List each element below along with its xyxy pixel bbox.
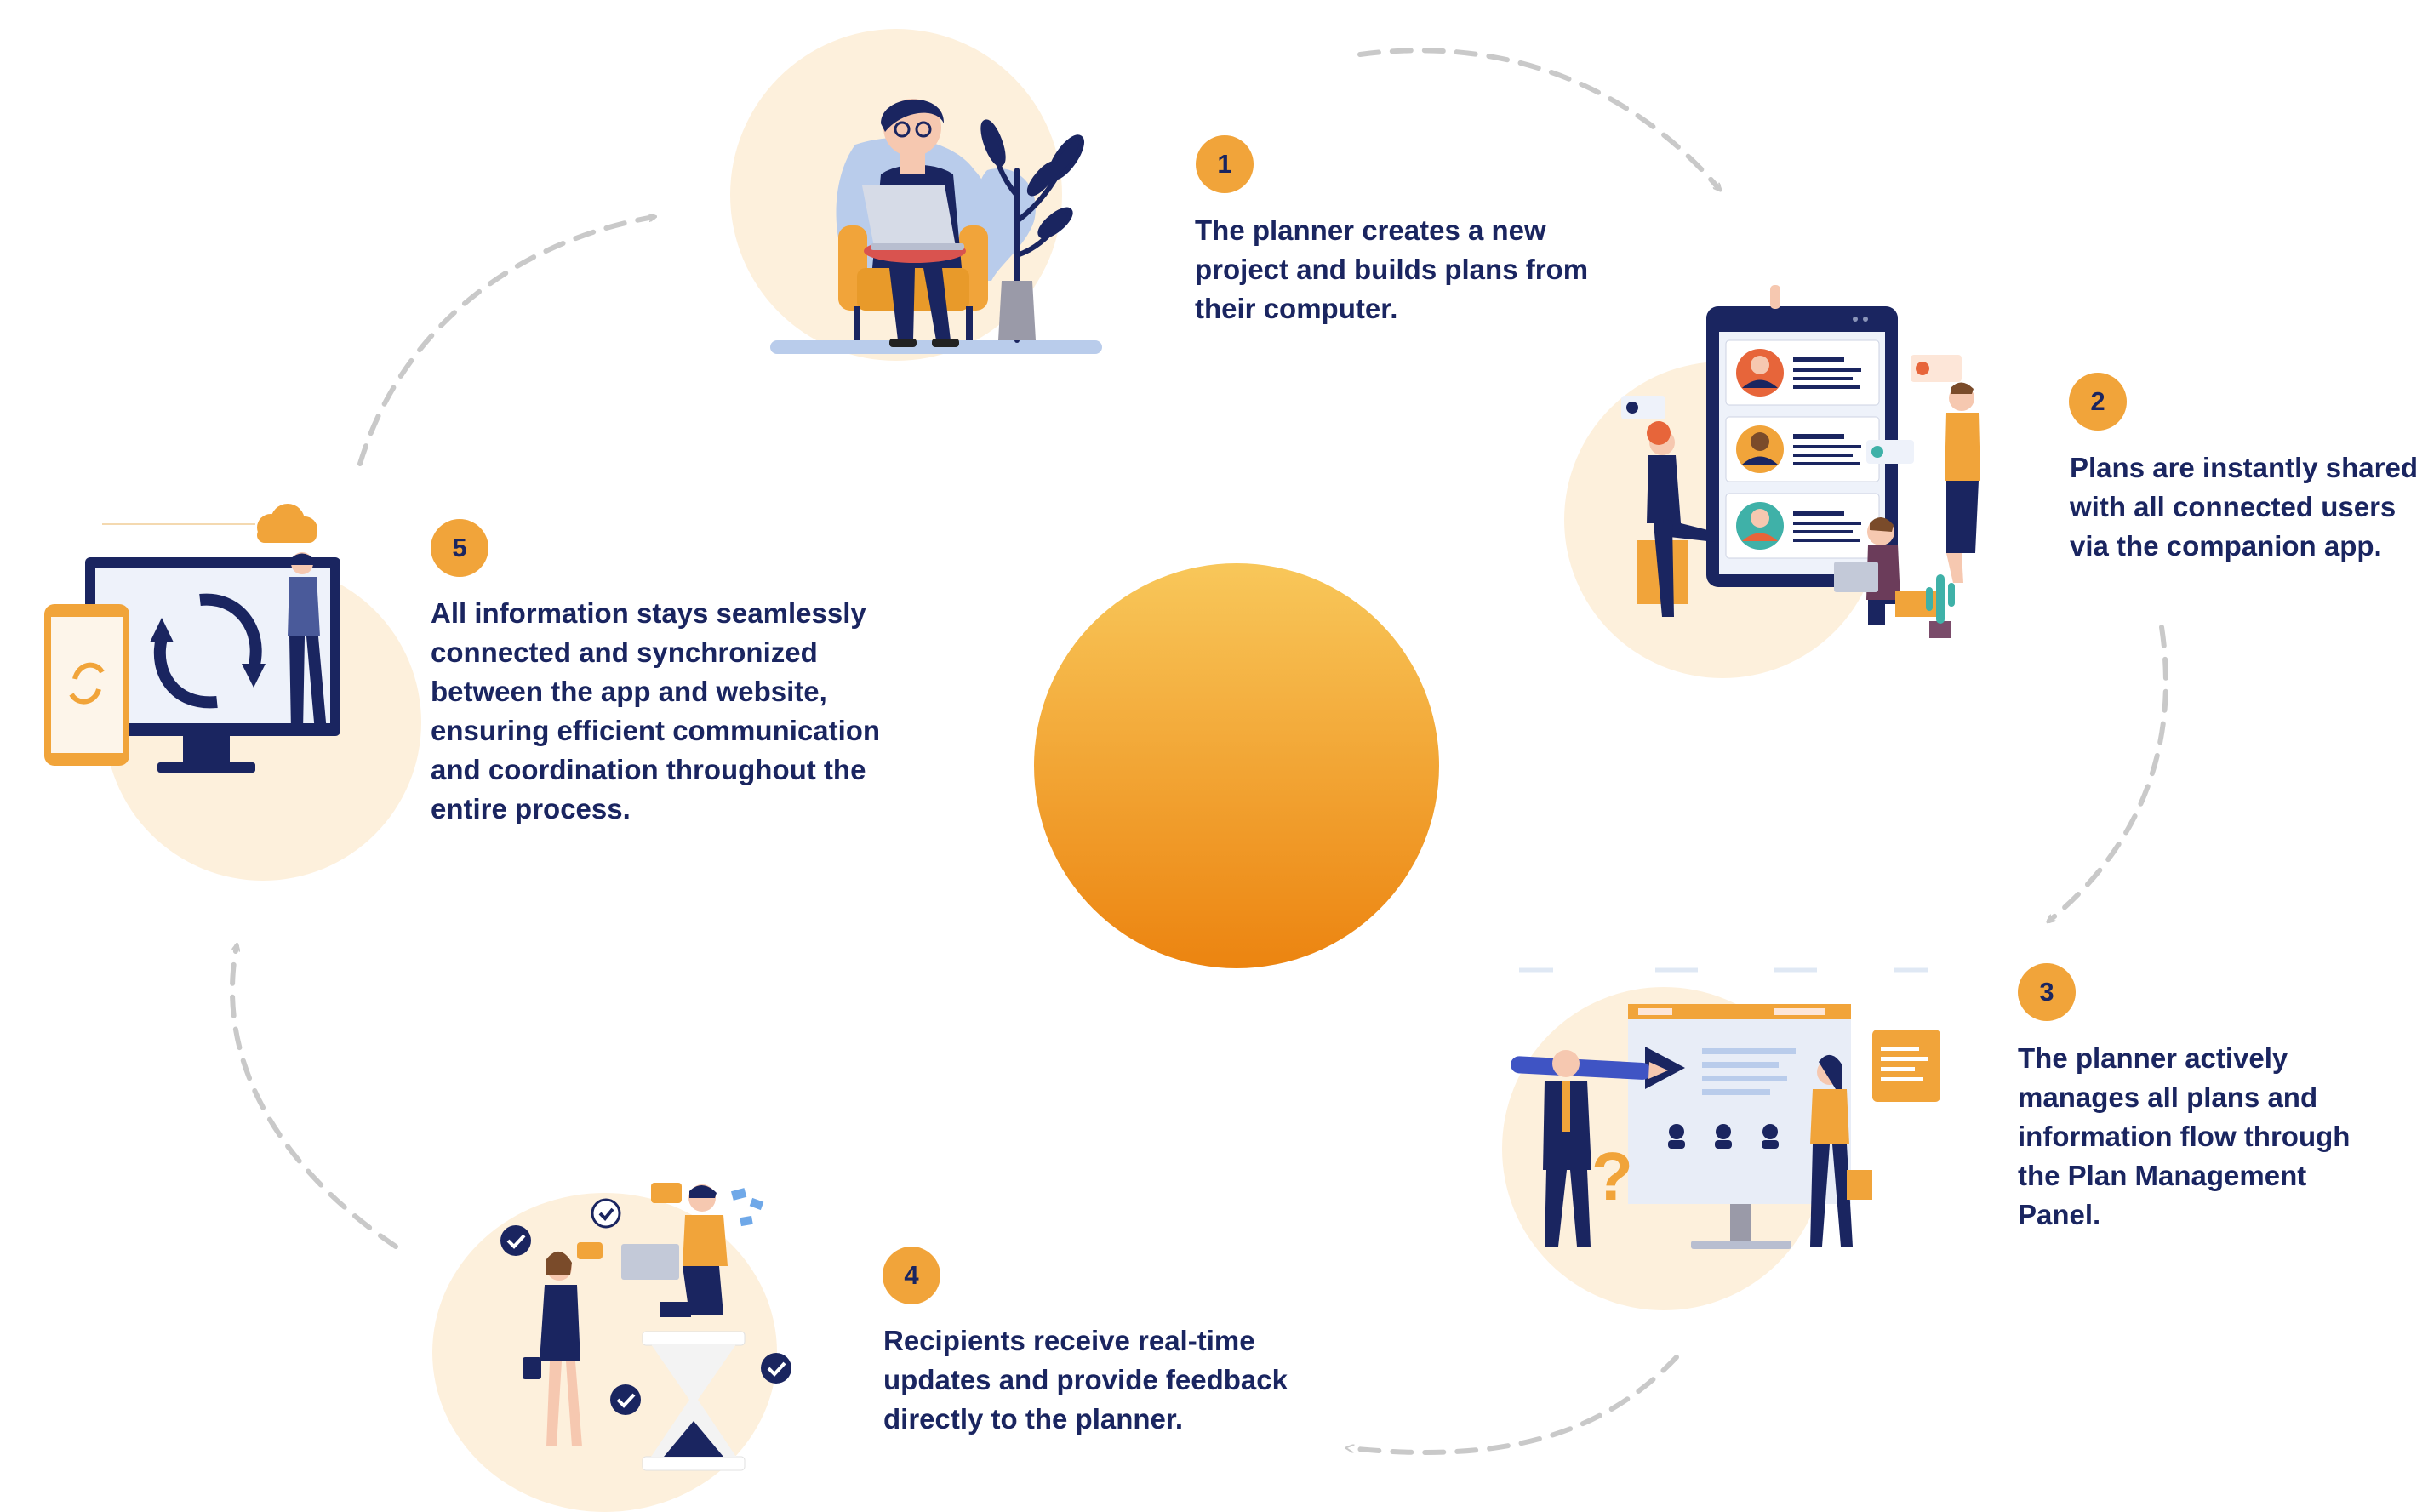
sync-devices-illustration [44, 504, 340, 773]
management-panel-illustration: ? [1511, 967, 1940, 1249]
step-1-badge: 1 [1196, 135, 1254, 193]
step-2-badge: 2 [2069, 373, 2127, 431]
step-1-line: project and builds plans from [1195, 254, 1589, 285]
step-4-line: Recipients receive real-time [883, 1325, 1255, 1356]
arrow-2-to-3 [2049, 625, 2168, 921]
feedback-hourglass-illustration [500, 1183, 791, 1471]
step-2-line: via the companion app. [2070, 530, 2382, 562]
step-4-line: directly to the planner. [883, 1403, 1184, 1435]
step-4-caption: Recipients receive real-time updates and… [883, 1321, 1288, 1439]
step-5-line: ensuring efficient communication [431, 715, 881, 746]
step-3-line: information flow through [2018, 1121, 2351, 1152]
step-5-line: and coordination throughout the [431, 754, 866, 785]
step-5-line: All information stays seamlessly [431, 597, 866, 629]
step-3-line: the Plan Management [2018, 1160, 2307, 1191]
step-4-line: updates and provide feedback [883, 1364, 1288, 1395]
step-5-line: entire process. [431, 793, 631, 824]
arrow-3-to-4 [1349, 1355, 1679, 1455]
step-5-badge: 5 [431, 519, 488, 577]
arrow-1-to-2 [1357, 48, 1719, 189]
planner-at-computer-illustration [770, 99, 1102, 354]
step-3-caption: The planner actively manages all plans a… [2018, 1039, 2350, 1235]
arrow-5-to-1 [357, 217, 654, 466]
step-5-line: between the app and website, [431, 676, 827, 707]
shared-profiles-tablet-illustration [1621, 285, 1980, 638]
step-3-line: manages all plans and [2018, 1081, 2318, 1113]
step-3-line: The planner actively [2018, 1042, 2288, 1074]
step-1-line: The planner creates a new [1195, 214, 1546, 246]
step-2-line: with all connected users [2070, 491, 2397, 522]
step-3-badge: 3 [2018, 963, 2076, 1021]
step-3-line: Panel. [2018, 1199, 2101, 1230]
step-2-caption: Plans are instantly shared with all conn… [2070, 448, 2418, 566]
arrow-4-to-5 [229, 946, 398, 1249]
step-1-line: their computer. [1195, 293, 1398, 324]
step-5-line: connected and synchronized [431, 636, 818, 668]
step-4-badge: 4 [883, 1247, 940, 1304]
step-5-caption: All information stays seamlessly connect… [431, 594, 880, 829]
center-circle [1034, 563, 1439, 968]
svg-text:?: ? [1591, 1138, 1633, 1214]
step-2-line: Plans are instantly shared [2070, 452, 2419, 483]
step-1-caption: The planner creates a new project and bu… [1195, 211, 1588, 328]
